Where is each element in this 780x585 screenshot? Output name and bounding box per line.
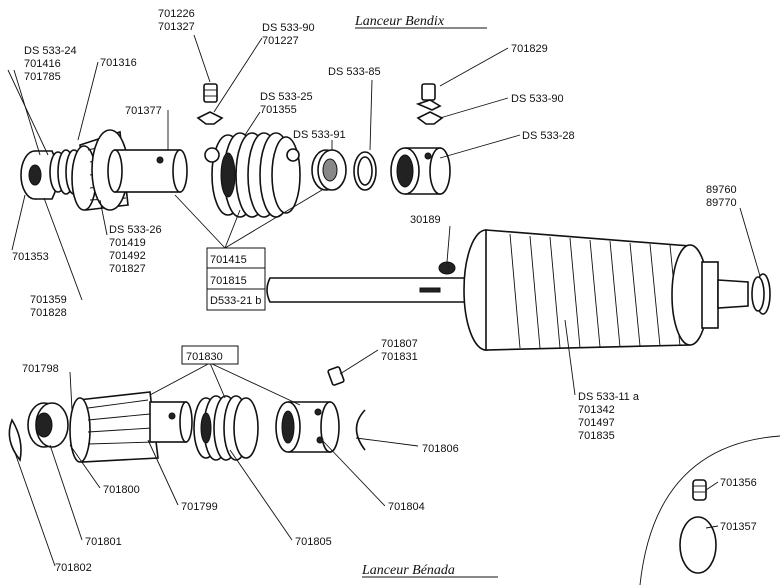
part-number-box-group-1 xyxy=(206,247,266,311)
label-ds533-11a: DS 533-11 a xyxy=(578,391,640,403)
part-number-box-701830 xyxy=(181,345,239,365)
screw-part-701226 xyxy=(196,83,224,125)
leader-lines xyxy=(7,34,761,567)
label-701835: 701835 xyxy=(578,430,615,442)
title-lanceur-benada: Lanceur Bénada xyxy=(361,563,455,578)
label-701799: 701799 xyxy=(181,501,218,513)
label-30189: 30189 xyxy=(410,214,441,226)
sleeve-part-701377 xyxy=(107,149,188,193)
collar-part-ds533-28 xyxy=(390,147,451,195)
label-701798: 701798 xyxy=(22,363,59,375)
box-label-701415: 701415 xyxy=(210,254,247,266)
label-701800: 701800 xyxy=(103,484,140,496)
armature-part xyxy=(266,229,771,351)
box-label-701815: 701815 xyxy=(210,275,247,287)
label-ds533-28: DS 533-28 xyxy=(522,130,575,142)
label-701327: 701327 xyxy=(158,21,195,33)
label-701353: 701353 xyxy=(12,251,49,263)
label-89760: 89760 xyxy=(706,184,737,196)
inset-circle-arc xyxy=(639,435,780,585)
label-ds533-24: DS 533-24 xyxy=(24,45,77,57)
label-701831: 701831 xyxy=(381,351,418,363)
label-701355: 701355 xyxy=(260,104,297,116)
box-label-701830: 701830 xyxy=(186,351,223,363)
snap-ring-part-701806 xyxy=(355,409,366,451)
title-lanceur-bendix: Lanceur Bendix xyxy=(354,14,445,29)
label-701802: 701802 xyxy=(55,562,92,574)
label-701827: 701827 xyxy=(109,263,146,275)
ring-inner-ds533-85 xyxy=(357,156,373,186)
label-701356: 701356 xyxy=(720,477,757,489)
label-ds533-85: DS 533-85 xyxy=(328,66,381,78)
label-ds533-26: DS 533-26 xyxy=(109,224,162,236)
label-701804: 701804 xyxy=(388,501,425,513)
drive-spring-part-701355 xyxy=(204,132,301,218)
snap-ring-part-701802 xyxy=(8,418,22,462)
bushing-part-701801 xyxy=(27,402,69,448)
pinion-part-701799 xyxy=(69,391,193,463)
label-701806: 701806 xyxy=(422,443,459,455)
box-label-d533-21b: D533-21 b xyxy=(210,295,261,307)
ring-part-701357 xyxy=(679,516,717,574)
label-701828: 701828 xyxy=(30,307,67,319)
plug-part-701356 xyxy=(692,479,707,501)
label-701801: 701801 xyxy=(85,536,122,548)
spring-part-701805 xyxy=(193,395,259,461)
screw-part-701807 xyxy=(327,366,345,386)
label-ds533-90-b: DS 533-90 xyxy=(511,93,564,105)
label-701226: 701226 xyxy=(158,8,195,20)
label-701829: 701829 xyxy=(511,43,548,55)
label-701807: 701807 xyxy=(381,338,418,350)
label-ds533-90-a: DS 533-90 xyxy=(262,22,315,34)
label-701357: 701357 xyxy=(720,521,757,533)
collar-part-701804 xyxy=(275,401,340,453)
label-701497: 701497 xyxy=(578,417,615,429)
label-ds533-91: DS 533-91 xyxy=(293,129,346,141)
screw-part-701829 xyxy=(415,83,444,125)
label-701416: 701416 xyxy=(24,58,61,70)
label-701359: 701359 xyxy=(30,294,67,306)
label-701227: 701227 xyxy=(262,35,299,47)
label-701377: 701377 xyxy=(125,105,162,117)
label-701316: 701316 xyxy=(100,57,137,69)
label-89770: 89770 xyxy=(706,197,737,209)
label-701342: 701342 xyxy=(578,404,615,416)
label-701492: 701492 xyxy=(109,250,146,262)
label-701419: 701419 xyxy=(109,237,146,249)
label-701785: 701785 xyxy=(24,71,61,83)
label-ds533-25: DS 533-25 xyxy=(260,91,313,103)
label-701805: 701805 xyxy=(295,536,332,548)
washer-part-ds533-91 xyxy=(311,149,347,191)
